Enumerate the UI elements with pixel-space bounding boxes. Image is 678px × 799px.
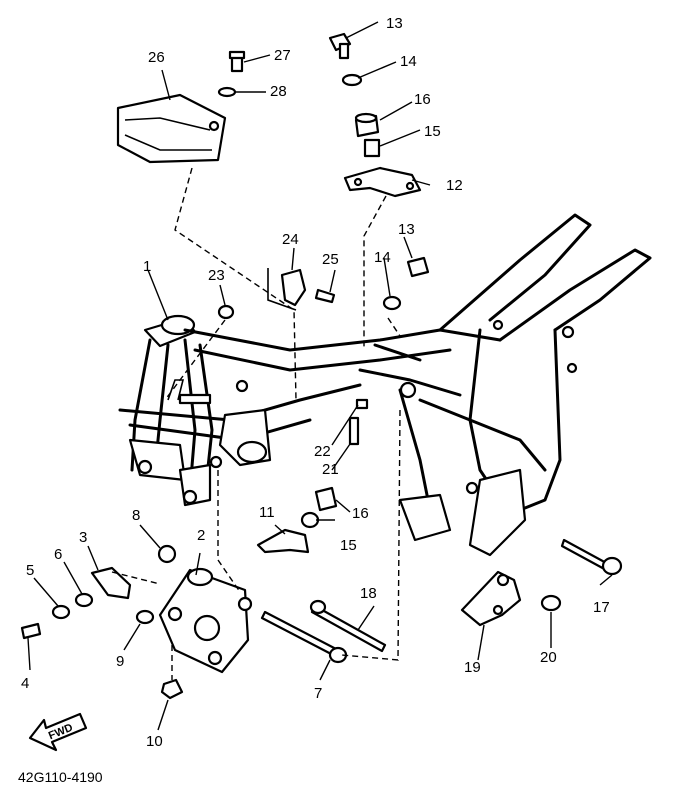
- callout-20: 20: [540, 649, 557, 666]
- bracket-11: [256, 528, 310, 554]
- side-cover: [116, 93, 227, 164]
- bushing-16-top: [354, 112, 380, 138]
- bolt-21: [348, 416, 360, 446]
- bracket-12: [343, 166, 422, 198]
- callout-6: 6: [54, 546, 62, 563]
- callout-1: 1: [143, 258, 151, 275]
- callout-21: 21: [322, 461, 339, 478]
- assembly-lines: [111, 167, 401, 680]
- nut-8: [157, 544, 177, 564]
- callout-14-top: 14: [400, 53, 417, 70]
- callout-15-mid: 15: [340, 537, 357, 554]
- callout-8: 8: [132, 507, 140, 524]
- callout-16-top: 16: [414, 91, 431, 108]
- callout-13-top: 13: [386, 15, 403, 32]
- callout-5: 5: [26, 562, 34, 579]
- leader-lines: [27, 21, 613, 731]
- callout-22: 22: [314, 443, 331, 460]
- callout-15-top: 15: [424, 123, 441, 140]
- nut-20: [540, 594, 562, 612]
- washer-14-top: [341, 73, 363, 87]
- callout-7: 7: [314, 685, 322, 702]
- bolt-13-mid: [406, 256, 430, 278]
- callout-26: 26: [148, 49, 165, 66]
- collar-15-mid: [300, 511, 320, 529]
- mount-bracket-2: [158, 567, 253, 674]
- callout-23: 23: [208, 267, 225, 284]
- washer-6: [74, 592, 94, 608]
- callout-3: 3: [79, 529, 87, 546]
- main-frame: [118, 213, 652, 557]
- nut-23: [217, 304, 235, 320]
- callout-17: 17: [593, 599, 610, 616]
- callout-numbers: 1 2 3 4 5 6 7 8 9 10 11 12 13 13 14 14 1…: [21, 15, 610, 750]
- bracket-19: [460, 570, 522, 627]
- callout-16-mid: 16: [352, 505, 369, 522]
- washer-22: [355, 398, 369, 410]
- bolt-25: [314, 288, 336, 304]
- washer-5: [51, 604, 71, 620]
- bolt-17: [560, 538, 623, 576]
- callout-11: 11: [259, 504, 275, 521]
- washer-9: [135, 609, 155, 625]
- callout-28: 28: [270, 83, 287, 100]
- washer-28: [217, 86, 237, 98]
- collar-15-top: [363, 138, 381, 158]
- bracket-3: [90, 566, 132, 600]
- callout-25: 25: [322, 251, 339, 268]
- callout-27: 27: [274, 47, 291, 64]
- callout-4: 4: [21, 675, 29, 692]
- bolt-27: [228, 50, 246, 73]
- callout-2: 2: [197, 527, 205, 544]
- callout-24: 24: [282, 231, 299, 248]
- callout-10: 10: [146, 733, 163, 750]
- callout-19: 19: [464, 659, 481, 676]
- bolt-13-top: [328, 32, 352, 60]
- callout-9: 9: [116, 653, 124, 670]
- bolt-4: [20, 622, 42, 640]
- callout-14-mid: 14: [374, 249, 391, 266]
- drawing-code: 42G110-4190: [18, 769, 103, 785]
- nut-10: [160, 678, 184, 700]
- callout-12: 12: [446, 177, 463, 194]
- bushing-16-mid: [314, 486, 338, 512]
- fwd-arrow: FWD: [28, 712, 88, 752]
- washer-14-mid: [382, 295, 402, 311]
- bolt-18: [309, 599, 387, 653]
- callout-18: 18: [360, 585, 377, 602]
- clamp-24: [280, 268, 307, 307]
- callout-13-mid: 13: [398, 221, 415, 238]
